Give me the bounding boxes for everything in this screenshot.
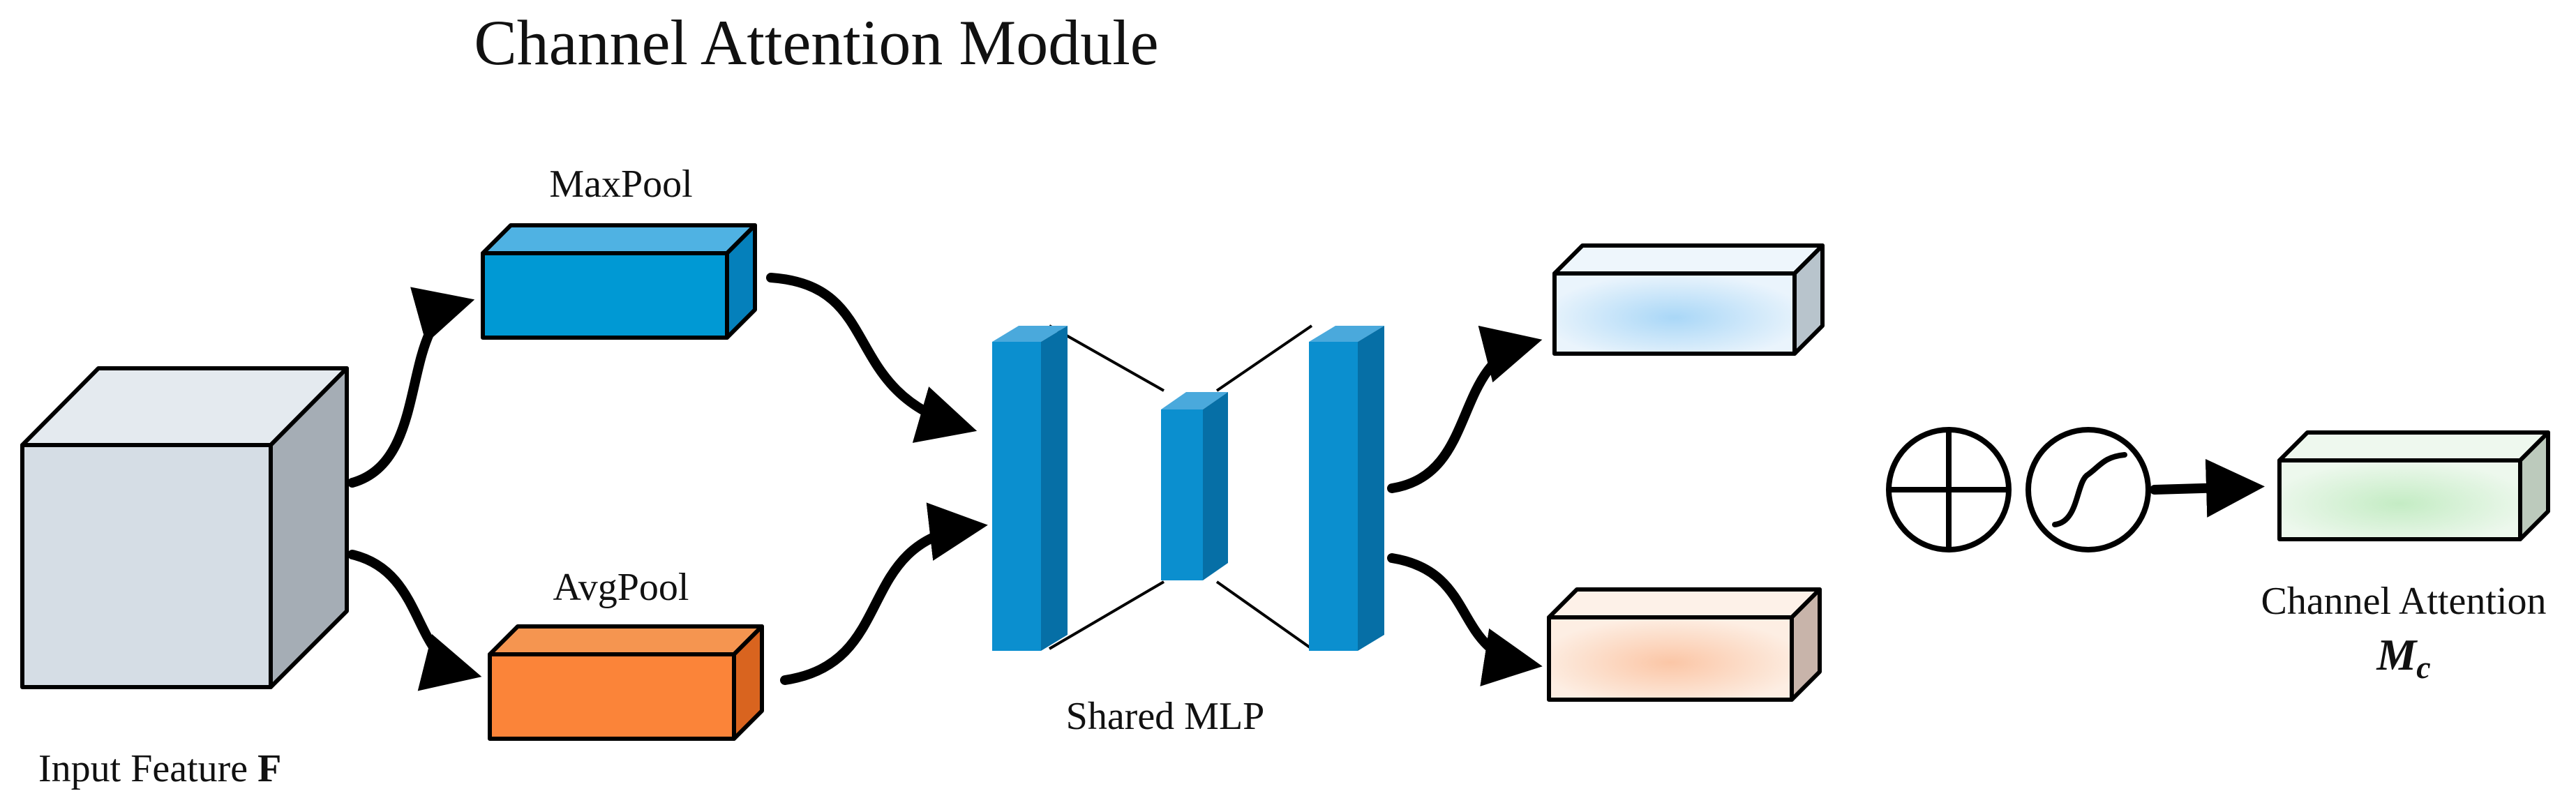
elementwise-sum-icon [1886, 427, 2012, 552]
arrow-input-to-maxpool [347, 287, 475, 488]
max-branch-output-block [1552, 243, 1825, 356]
diagram-title: Channel Attention Module [474, 7, 1158, 78]
maxpool-block [481, 223, 757, 340]
arrow-maxpool-to-mlp [766, 273, 978, 443]
arrow-input-to-avgpool [347, 550, 482, 691]
input-feature-label: Input Feature F [38, 747, 281, 790]
mlp-hidden-layer [1161, 392, 1228, 580]
input-feature-cube [20, 366, 349, 689]
arrow-mlp-to-max-output [1387, 325, 1543, 493]
channel-attention-label: Channel Attention [2261, 580, 2546, 623]
avgpool-label: AvgPool [553, 566, 689, 609]
input-cube-front [20, 443, 273, 689]
shared-mlp [992, 324, 1384, 651]
maxpool-label: MaxPool [549, 163, 692, 206]
mlp-input-layer [992, 326, 1068, 651]
arrow-sigmoid-to-attention [2150, 458, 2265, 518]
arrow-mlp-to-avg-output [1387, 553, 1543, 686]
mlp-output-layer [1309, 326, 1384, 651]
sigmoid-icon [2025, 427, 2151, 552]
arrow-avgpool-to-mlp [780, 502, 988, 685]
input-feature-symbol: F [257, 747, 281, 790]
mc-symbol: Mc [2376, 630, 2430, 685]
avg-branch-output-block [1547, 587, 1822, 702]
channel-attention-output-block [2277, 430, 2550, 541]
avgpool-block [488, 624, 764, 741]
shared-mlp-label: Shared MLP [1066, 695, 1265, 738]
